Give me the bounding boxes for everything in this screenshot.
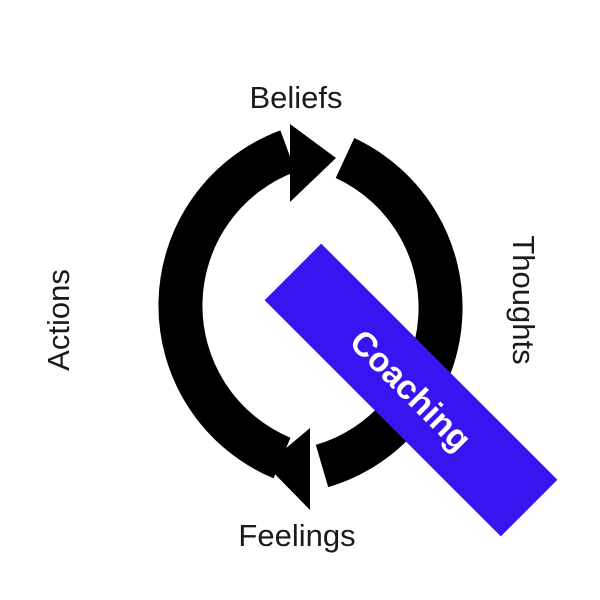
cycle-arrow-left-arc (158, 130, 296, 479)
arrowhead-bottom-icon (266, 428, 310, 510)
cycle-arrow-right-arc (315, 138, 463, 488)
arrowhead-top-icon (290, 124, 336, 202)
label-feelings: Feelings (238, 518, 355, 553)
cycle-ring (158, 124, 463, 510)
coaching-banner-bar (264, 243, 558, 537)
label-beliefs: Beliefs (249, 80, 342, 115)
label-actions: Actions (41, 269, 76, 371)
label-thoughts: Thoughts (506, 235, 541, 364)
